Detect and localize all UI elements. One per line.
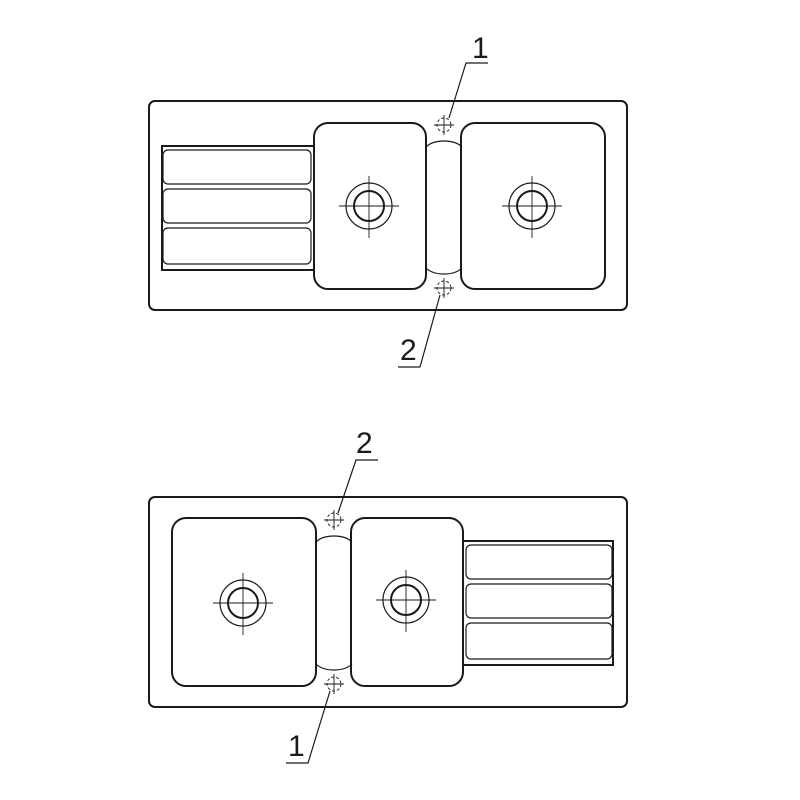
basin-left xyxy=(171,517,317,687)
callout-top-2: 2 xyxy=(398,294,441,368)
basin-outline xyxy=(350,517,464,687)
sink-outline xyxy=(148,496,628,708)
basin-outline xyxy=(460,122,606,290)
drainboard-groove xyxy=(465,622,613,660)
callout-label: 1 xyxy=(472,32,489,65)
sink-outline xyxy=(148,100,628,311)
drainboard-groove xyxy=(162,149,312,185)
basin-right xyxy=(350,517,464,687)
basin-outline xyxy=(171,517,317,687)
drainboard-groove xyxy=(465,544,613,580)
drainboard-frame xyxy=(161,145,315,271)
drain-icon xyxy=(376,570,436,632)
tap-hole-icon xyxy=(434,278,454,298)
drainboard-groove xyxy=(162,188,312,224)
callout-bottom-2: 2 xyxy=(337,427,378,514)
basin-outline xyxy=(313,122,427,290)
basin-left xyxy=(313,122,427,290)
drain-icon xyxy=(213,573,273,635)
basin-bridge-edge xyxy=(315,535,353,543)
tap-hole-icon xyxy=(324,674,344,694)
drainboard xyxy=(161,145,315,271)
basin-bridge-edge xyxy=(315,663,353,671)
basin-bridge-edge xyxy=(425,140,463,148)
callout-label: 2 xyxy=(356,427,373,460)
drainboard xyxy=(462,540,614,666)
basin-bridge-edge xyxy=(425,267,463,275)
callout-label: 1 xyxy=(288,730,305,763)
basin-right xyxy=(460,122,606,290)
callout-bottom-1: 1 xyxy=(286,690,331,764)
callout-top-1: 1 xyxy=(448,32,489,119)
drain-icon xyxy=(502,176,562,238)
drainboard-frame xyxy=(462,540,614,666)
tap-hole-icon xyxy=(324,510,344,530)
sink-view-top: 1 2 xyxy=(148,32,628,368)
drainboard-groove xyxy=(162,227,312,265)
drainboard-groove xyxy=(465,583,613,619)
tap-hole-icon xyxy=(434,115,454,135)
drain-icon xyxy=(339,176,399,238)
sink-view-bottom: 2 1 xyxy=(148,427,628,764)
callout-label: 2 xyxy=(400,334,417,367)
